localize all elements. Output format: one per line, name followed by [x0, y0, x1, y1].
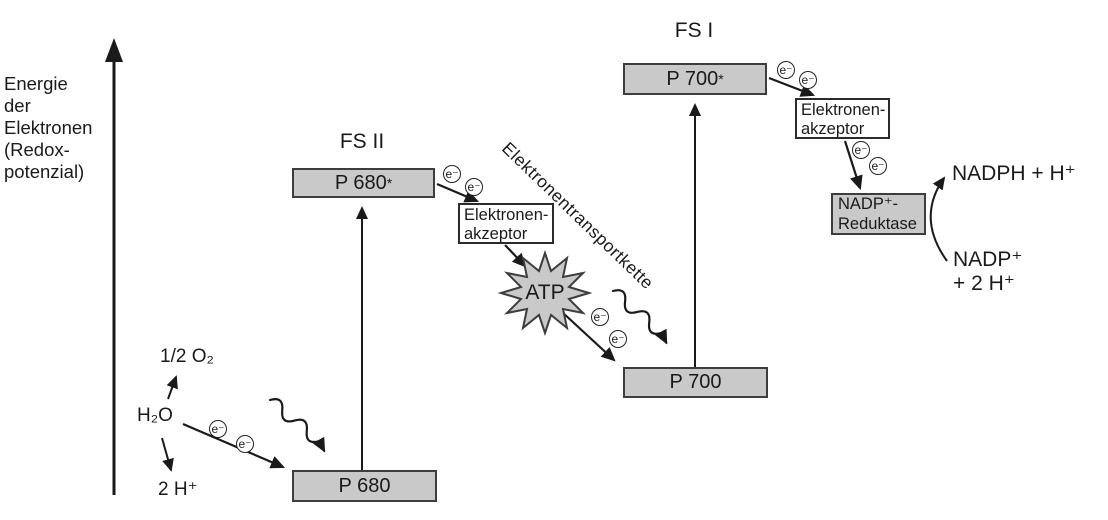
nadp-substrate-label: NADP⁺ + 2 H⁺: [953, 248, 1023, 295]
p700-excited-box: P 700*: [623, 63, 767, 95]
acceptor-to-atp-arrow: [504, 244, 527, 268]
fs1-electron-acceptor-box: Elektronen- akzeptor: [795, 98, 890, 139]
electron-icon: e⁻: [209, 420, 227, 438]
electron-icon: e⁻: [852, 141, 870, 159]
energy-axis-arrowhead-icon: [105, 38, 123, 62]
electron-icon: e⁻: [591, 308, 609, 326]
p680-to-acceptor-arrow: [436, 182, 480, 203]
photon-arrow-fs2: [268, 398, 326, 453]
h2o-to-protons-arrow: [161, 437, 174, 472]
energy-axis-label: Energie der Elektronen (Redox- potenzial…: [4, 73, 93, 182]
electron-icon: e⁻: [465, 178, 483, 196]
fs2-electron-acceptor-box: Elektronen- akzeptor: [458, 203, 554, 244]
nadph-product-label: NADPH + H⁺: [952, 162, 1076, 185]
p700-ground-box: P 700: [623, 367, 768, 398]
p700-to-acceptor-arrow: [768, 76, 816, 97]
p680-excited-label: P 680: [334, 171, 387, 194]
nadp-to-nadph-curved-arrow: [929, 176, 948, 262]
photon-arrow-fs1: [611, 289, 668, 345]
electron-icon: e⁻: [236, 435, 254, 453]
protons-label: 2 H⁺: [158, 479, 198, 500]
electron-icon: e⁻: [609, 330, 627, 348]
atp-label: ATP: [525, 281, 565, 304]
atp-to-p700-arrow: [561, 311, 616, 362]
p680-excited-box: P 680*: [292, 168, 435, 198]
h2o-electrons-to-p680-arrow: [182, 422, 286, 469]
nadp-reduktase-box: NADP⁺- Reduktase: [831, 193, 926, 235]
water-label: H₂O: [137, 405, 173, 426]
electron-icon: e⁻: [799, 71, 817, 89]
h2o-to-o2-arrow: [166, 375, 178, 400]
oxygen-label: 1/2 O₂: [160, 346, 214, 367]
fs2-title: FS II: [339, 130, 385, 153]
electron-icon: e⁻: [777, 61, 795, 79]
acceptor-to-reduktase-arrow: [843, 140, 863, 191]
p680-ground-box: P 680: [292, 470, 437, 502]
p680-ground-label: P 680: [338, 474, 391, 497]
p700-ground-label: P 700: [669, 371, 722, 393]
fs1-title: FS I: [674, 19, 714, 42]
p700-excited-label: P 700: [666, 67, 719, 90]
atp-starburst-icon: [497, 249, 593, 337]
electron-icon: e⁻: [869, 157, 887, 175]
electron-icon: e⁻: [443, 165, 461, 183]
